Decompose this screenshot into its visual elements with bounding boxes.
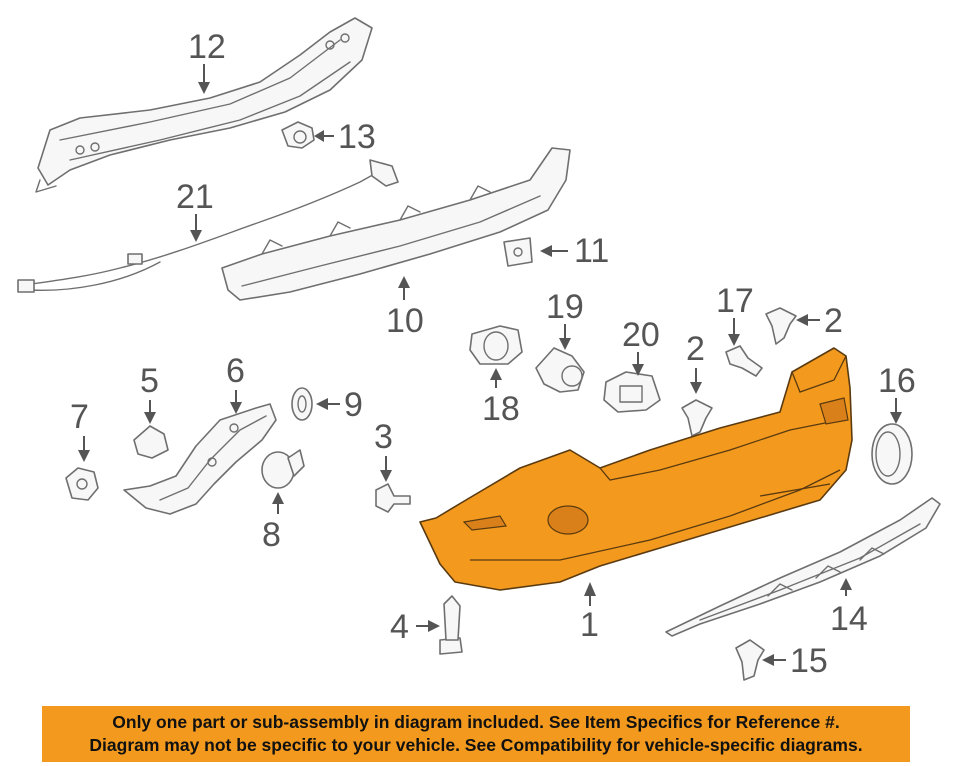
- callout-12: 12: [188, 28, 226, 94]
- callout-6: 6: [226, 352, 245, 414]
- disclaimer-line-1: Only one part or sub-assembly in diagram…: [112, 712, 840, 732]
- disclaimer-banner: Only one part or sub-assembly in diagram…: [42, 706, 910, 762]
- svg-text:10: 10: [386, 302, 424, 340]
- part-5-clip: [133, 425, 169, 459]
- svg-text:1: 1: [580, 606, 599, 644]
- svg-text:14: 14: [830, 600, 868, 638]
- svg-text:4: 4: [390, 608, 409, 646]
- svg-text:9: 9: [344, 386, 363, 424]
- part-8-rivet: [261, 449, 305, 489]
- part-7-nut: [65, 467, 99, 501]
- part-9-grommet: [291, 387, 313, 421]
- callout-1: 1: [580, 582, 599, 644]
- callout-17: 17: [716, 282, 754, 346]
- callout-15: 15: [762, 642, 828, 680]
- svg-text:7: 7: [70, 398, 89, 436]
- part-17-bolt: [725, 345, 763, 377]
- svg-text:5: 5: [140, 362, 159, 400]
- part-15-push-pin: [735, 639, 765, 681]
- svg-text:8: 8: [262, 516, 281, 554]
- svg-text:3: 3: [374, 418, 393, 456]
- svg-text:2: 2: [824, 302, 843, 340]
- part-16-tow-hook-cover: [871, 423, 913, 485]
- svg-text:15: 15: [790, 642, 828, 680]
- part-18-parking-sensor: [469, 325, 523, 365]
- callout-7: 7: [70, 398, 90, 462]
- svg-text:16: 16: [878, 362, 916, 400]
- svg-text:17: 17: [716, 282, 754, 320]
- svg-text:2: 2: [686, 330, 705, 368]
- part-3-screw: [375, 483, 411, 513]
- callout-19: 19: [546, 288, 584, 350]
- svg-text:11: 11: [574, 232, 609, 270]
- svg-text:19: 19: [546, 288, 584, 326]
- svg-text:12: 12: [188, 28, 226, 66]
- callout-20: 20: [622, 316, 660, 376]
- callout-21: 21: [176, 178, 214, 242]
- callout-3: 3: [374, 418, 393, 482]
- part-14-lower-valance: [665, 497, 941, 637]
- part-6-side-bracket: [123, 403, 277, 515]
- part-1-bumper-cover: [419, 347, 853, 591]
- callout-8: 8: [262, 492, 284, 554]
- callout-10: 10: [386, 276, 424, 340]
- part-2-push-pin-upper: [765, 307, 797, 345]
- part-11-retainer-clip: [503, 237, 533, 267]
- callout-13: 13: [314, 118, 376, 156]
- part-20-sensor-retainer: [603, 371, 661, 413]
- parts-diagram: 12 13 21 10 11: [17, 17, 941, 681]
- disclaimer-line-2: Diagram may not be specific to your vehi…: [89, 735, 863, 755]
- part-2-push-pin-lower: [681, 399, 713, 437]
- svg-text:20: 20: [622, 316, 660, 354]
- part-19-sensor-bracket: [535, 347, 585, 393]
- part-10-energy-absorber: [221, 147, 571, 301]
- svg-text:18: 18: [482, 390, 520, 428]
- callout-18: 18: [482, 368, 520, 428]
- callout-9: 9: [316, 386, 363, 424]
- callout-2-lower: 2: [686, 330, 705, 394]
- callout-11: 11: [540, 232, 609, 270]
- callout-16: 16: [878, 362, 916, 424]
- svg-text:21: 21: [176, 178, 214, 216]
- svg-text:13: 13: [338, 118, 376, 156]
- callout-2-upper: 2: [796, 302, 843, 340]
- part-12-bumper-reinforcement: [35, 17, 373, 193]
- part-4-bolt: [439, 595, 463, 655]
- callout-14: 14: [830, 578, 868, 638]
- callout-5: 5: [140, 362, 159, 424]
- svg-text:6: 6: [226, 352, 245, 390]
- part-13-push-clip: [281, 121, 315, 149]
- part-21-wiring-harness: [17, 159, 399, 293]
- callout-4: 4: [390, 608, 440, 646]
